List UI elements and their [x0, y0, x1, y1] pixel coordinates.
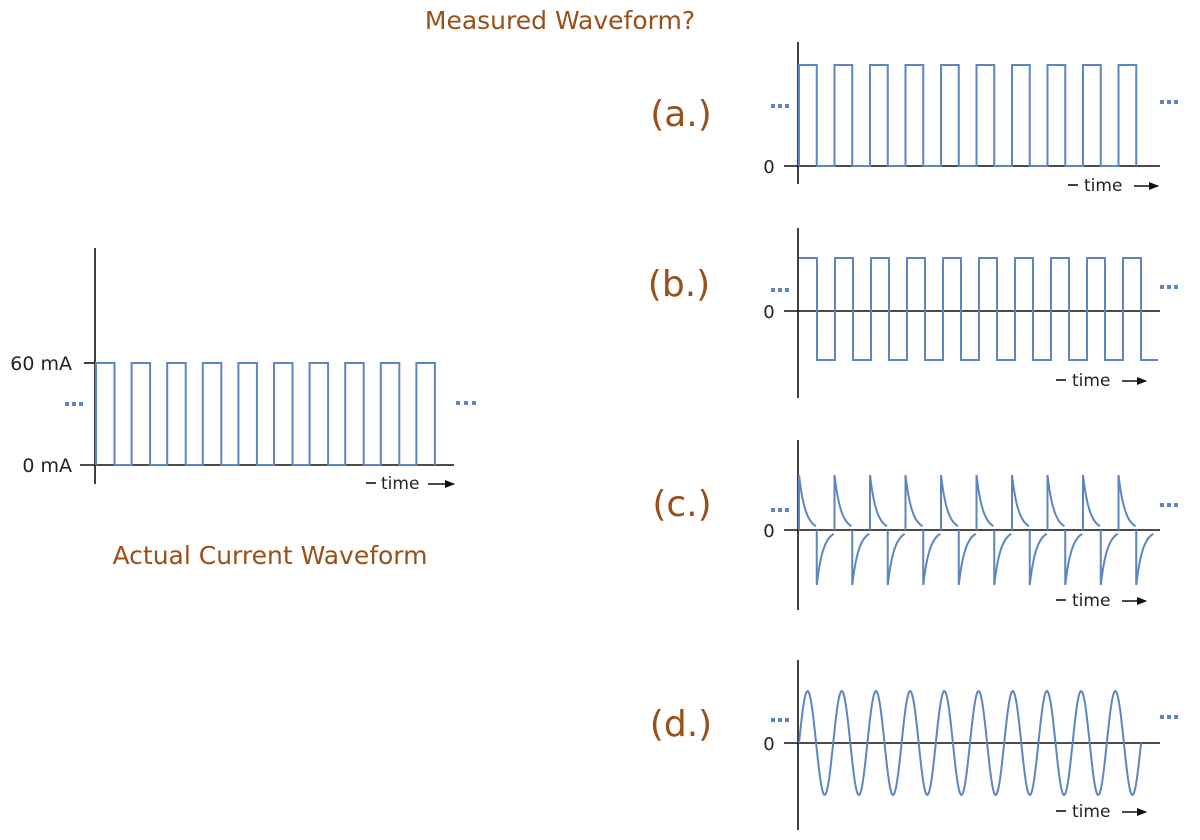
- option-d-label: (d.): [650, 704, 712, 745]
- option-a-label: (a.): [650, 94, 712, 135]
- option-d-plot: (d.) 0 time: [650, 660, 1178, 830]
- option-b-time-label: time: [1072, 371, 1110, 391]
- actual-left-continuation-dots: [65, 402, 83, 406]
- option-b-plot: (b.) 0 time: [648, 228, 1178, 398]
- actual-right-continuation-dots: [456, 401, 476, 405]
- option-a-right-dots: [1160, 100, 1178, 104]
- option-a-plot: (a.) 0 time: [650, 42, 1178, 196]
- option-c-label: (c.): [652, 484, 711, 525]
- option-d-left-dots: [771, 718, 789, 722]
- option-c-plot: (c.) 0 time: [652, 440, 1178, 611]
- option-b-zero-label: 0: [763, 302, 774, 323]
- option-b-left-dots: [771, 288, 789, 292]
- actual-y-low-label: 0 mA: [22, 455, 72, 477]
- option-b-label: (b.): [648, 264, 710, 305]
- option-a-left-dots: [771, 104, 789, 108]
- measured-waveform-title: Measured Waveform?: [425, 6, 695, 35]
- actual-y-high-label: 60 mA: [10, 353, 72, 375]
- option-a-zero-label: 0: [763, 157, 774, 178]
- option-d-waveform: [798, 689, 1142, 797]
- option-b-right-dots: [1160, 285, 1178, 289]
- option-c-right-dots: [1160, 503, 1178, 507]
- option-a-waveform: [798, 64, 1138, 167]
- option-c-left-dots: [771, 508, 789, 512]
- option-b-waveform: [799, 257, 1158, 361]
- option-d-time-label: time: [1072, 802, 1110, 822]
- option-c-waveform: [798, 474, 1154, 586]
- actual-waveform-plot: 60 mA 0 mA time: [10, 248, 476, 494]
- option-d-zero-label: 0: [763, 734, 774, 755]
- option-c-time-label: time: [1072, 591, 1110, 611]
- actual-current-waveform: [95, 362, 436, 466]
- option-a-time-label: time: [1084, 176, 1122, 196]
- option-c-zero-label: 0: [763, 521, 774, 542]
- actual-waveform-caption: Actual Current Waveform: [112, 541, 427, 570]
- actual-time-label: time: [381, 474, 419, 494]
- option-d-right-dots: [1160, 715, 1178, 719]
